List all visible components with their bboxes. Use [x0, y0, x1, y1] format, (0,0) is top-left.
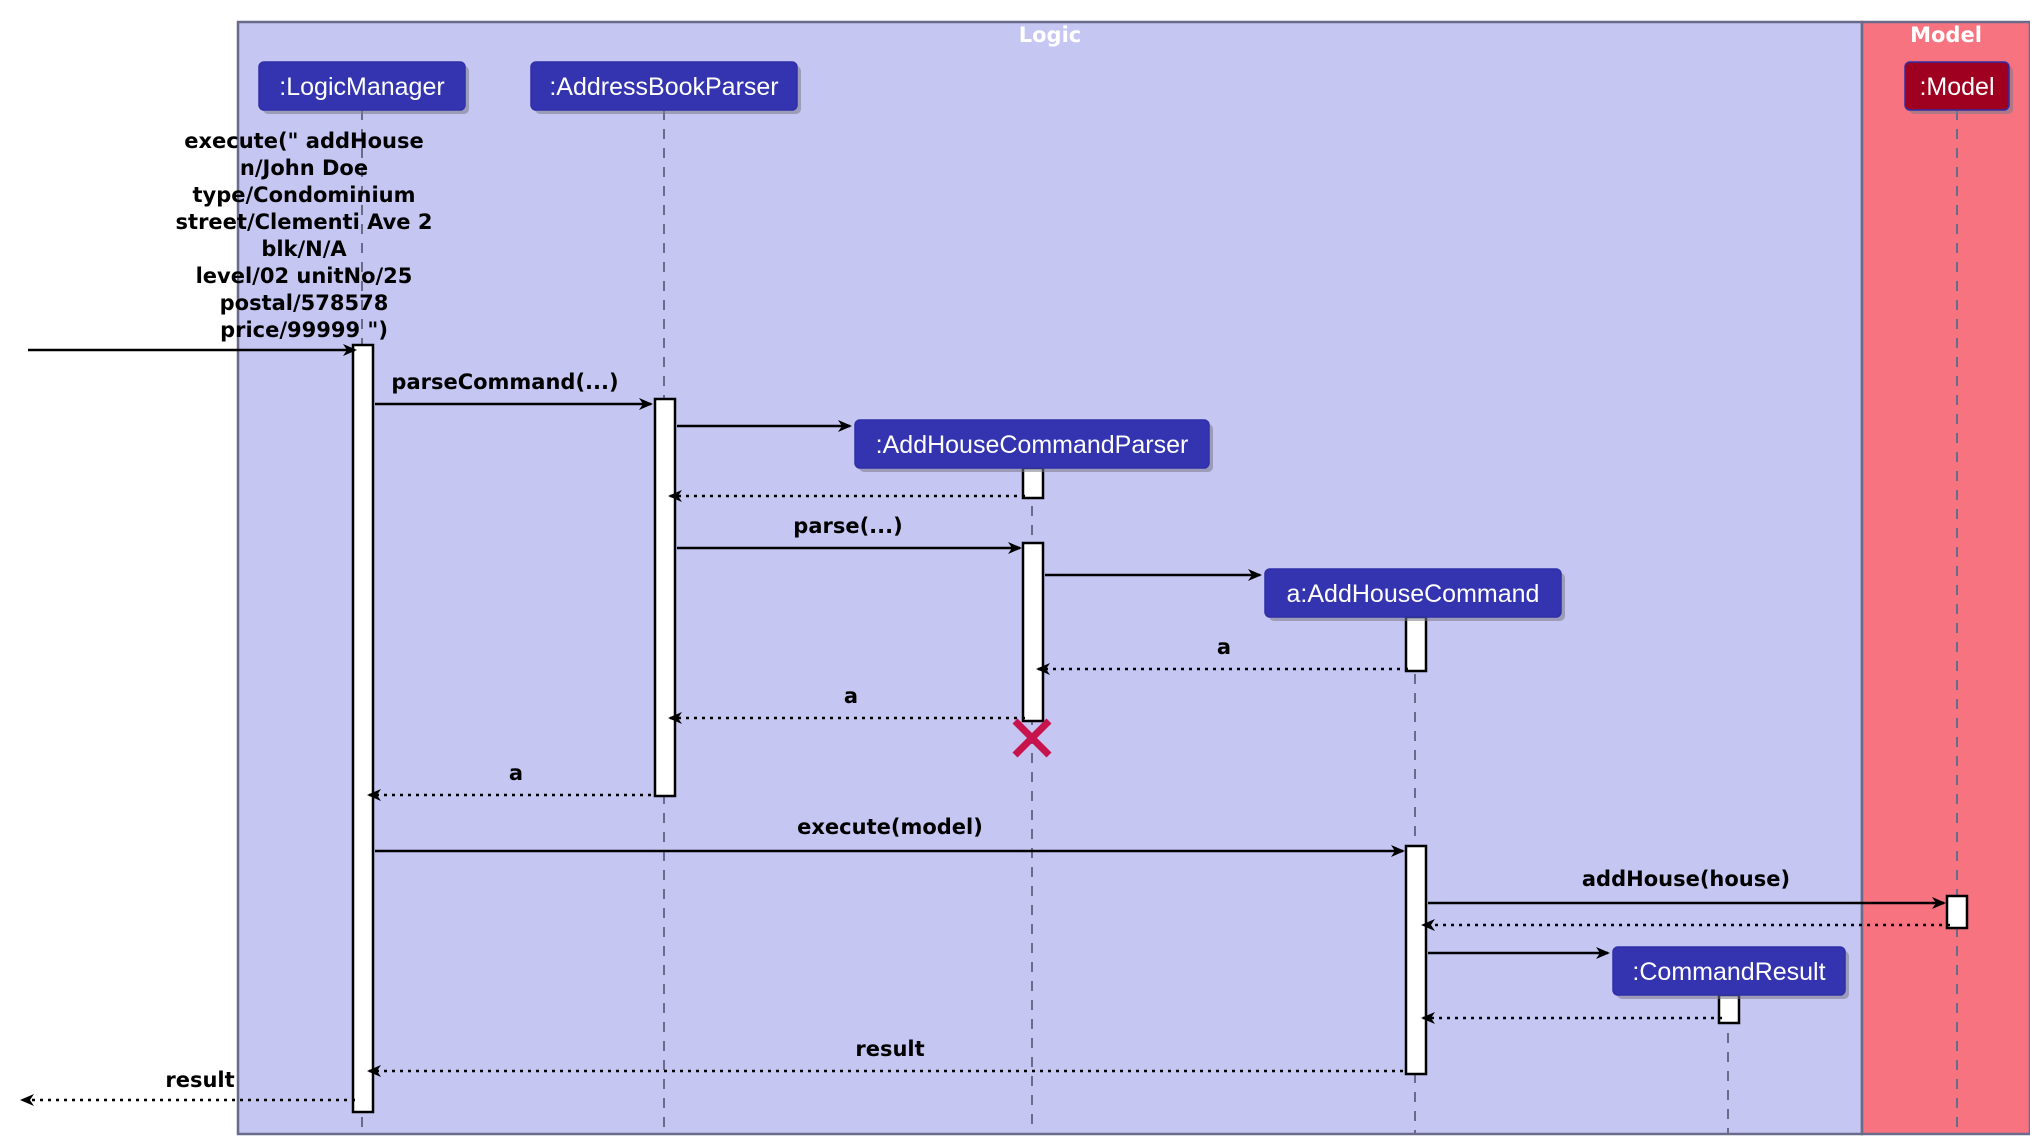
message-label-m9: execute(model): [797, 815, 983, 839]
frame-title-model: Model: [1910, 23, 1982, 47]
message-label-m6: a: [1217, 635, 1231, 659]
activation-bar-add-house-command: [1404, 844, 1428, 1076]
participant-add-house-command[interactable]: a:AddHouseCommand: [1264, 568, 1565, 621]
activation-bar-address-book-parser: [653, 397, 677, 798]
exit-message: result: [20, 1068, 355, 1106]
exit-message-label: result: [165, 1068, 234, 1092]
activation-bar-logic-manager: [351, 343, 375, 1114]
message-m7: a: [668, 684, 1025, 724]
participant-label-command-result: :CommandResult: [1632, 958, 1825, 986]
participant-box-logic-manager[interactable]: [258, 61, 466, 111]
participant-label-model: :Model: [1919, 73, 1994, 101]
message-label-m8: a: [509, 761, 523, 785]
participants-layer: :LogicManager :AddressBookParser :AddHouse…: [258, 61, 2013, 999]
participant-address-book-parser[interactable]: :AddressBookParser: [530, 61, 801, 114]
activation-bar-add-house-command-parser: [1021, 466, 1045, 500]
activation-bar-add-house-command: [1404, 615, 1428, 673]
participant-label-logic-manager: :LogicManager: [279, 73, 444, 101]
participant-box-add-house-command[interactable]: [1264, 568, 1562, 618]
destroy-marker-add-house-command-parser: [1012, 718, 1052, 758]
message-label-m1: parseCommand(...): [391, 370, 618, 394]
message-m8: a: [367, 761, 651, 801]
participant-label-add-house-command: a:AddHouseCommand: [1287, 580, 1540, 608]
messages-layer: parseCommand(...) parse(...) a a a execute(mo…: [367, 370, 1950, 1077]
participant-label-add-house-command-parser: :AddHouseCommandParser: [876, 431, 1189, 459]
activation-bar-add-house-command-parser: [1021, 541, 1045, 723]
message-m6: a: [1036, 635, 1408, 675]
activation-bar-model: [1945, 894, 1969, 930]
participant-box-command-result[interactable]: [1612, 946, 1846, 996]
frame-model: Model: [1860, 20, 2030, 1136]
message-label-m7: a: [844, 684, 858, 708]
message-label-m10: addHouse(house): [1582, 867, 1790, 891]
participant-add-house-command-parser[interactable]: :AddHouseCommandParser: [854, 419, 1213, 472]
participant-logic-manager[interactable]: :LogicManager: [258, 61, 469, 114]
frame-logic: Logic: [236, 20, 1864, 1136]
message-m14: result: [367, 1037, 1403, 1077]
participant-label-address-book-parser: :AddressBookParser: [549, 73, 778, 101]
message-label-m4: parse(...): [793, 514, 902, 538]
participant-box-model[interactable]: [1904, 61, 2010, 111]
activations-layer: [351, 343, 1969, 1114]
destroy-markers-layer: [1012, 718, 1052, 758]
message-m10: addHouse(house): [1428, 867, 1946, 909]
message-m9: execute(model): [375, 815, 1405, 857]
message-m4: parse(...): [677, 514, 1022, 554]
frame-title-logic: Logic: [1019, 23, 1082, 47]
message-label-m14: result: [855, 1037, 924, 1061]
participant-box-address-book-parser[interactable]: [530, 61, 798, 111]
frames-layer: Logic Model: [236, 20, 2030, 1136]
message-m1: parseCommand(...): [375, 370, 653, 410]
participant-command-result[interactable]: :CommandResult: [1612, 946, 1849, 999]
participant-model[interactable]: :Model: [1904, 61, 2013, 114]
participant-box-add-house-command-parser[interactable]: [854, 419, 1210, 469]
